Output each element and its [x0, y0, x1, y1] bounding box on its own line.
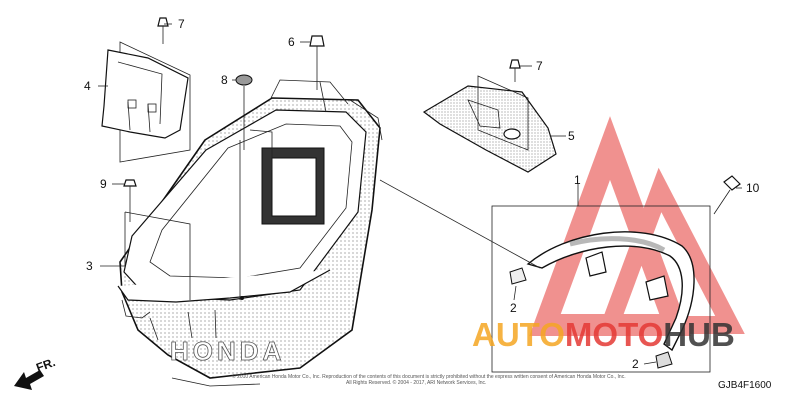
copyright-line-2: All Rights Reserved. © 2004 - 2017, ARI …: [346, 379, 486, 386]
callout-9: 9: [100, 177, 107, 191]
part-10-bolt: [713, 175, 741, 215]
callout-3: 3: [86, 259, 93, 273]
part-1-grab-handle: [379, 179, 711, 373]
svg-text:AUTOMOTOHUB: AUTOMOTOHUB: [472, 316, 735, 353]
callout-5: 5: [568, 129, 575, 143]
part-6-clip: [309, 35, 325, 90]
part-2-cap-lower: [655, 351, 673, 369]
copyright-line-1: © 2010 American Honda Motor Co., Inc. Re…: [232, 373, 626, 380]
part-7-screw-right: [509, 59, 521, 82]
part-7-screw-left: [157, 17, 169, 44]
callout-7-left: 7: [178, 17, 185, 31]
embossed-brand-text: HONDA: [170, 336, 285, 366]
callout-2-lower: 2: [632, 357, 639, 371]
part-9-bolt: [123, 179, 137, 222]
watermark-text: AUTOMOTOHUB: [472, 316, 735, 353]
diagram-code: GJB4F1600: [718, 380, 772, 391]
part-4-bracket: [101, 41, 191, 163]
callout-leaders: [98, 23, 742, 365]
callout-4: 4: [84, 79, 91, 93]
callout-7-right: 7: [536, 59, 543, 73]
callout-8: 8: [221, 73, 228, 87]
direction-label: FR.: [34, 355, 57, 375]
part-3-luggage-box: [117, 79, 383, 387]
callout-6: 6: [288, 35, 295, 49]
front-direction-arrow: FR.: [14, 355, 57, 390]
watermark-text-moto: MOTO: [565, 316, 663, 353]
watermark-text-hub: HUB: [663, 316, 735, 353]
part-5-cover: [422, 75, 557, 173]
callout-1: 1: [574, 173, 581, 187]
part-2-cap-upper: [509, 267, 527, 285]
watermark-text-auto: AUTO: [472, 316, 565, 353]
callout-10: 10: [746, 181, 760, 195]
callout-2-upper: 2: [510, 301, 517, 315]
